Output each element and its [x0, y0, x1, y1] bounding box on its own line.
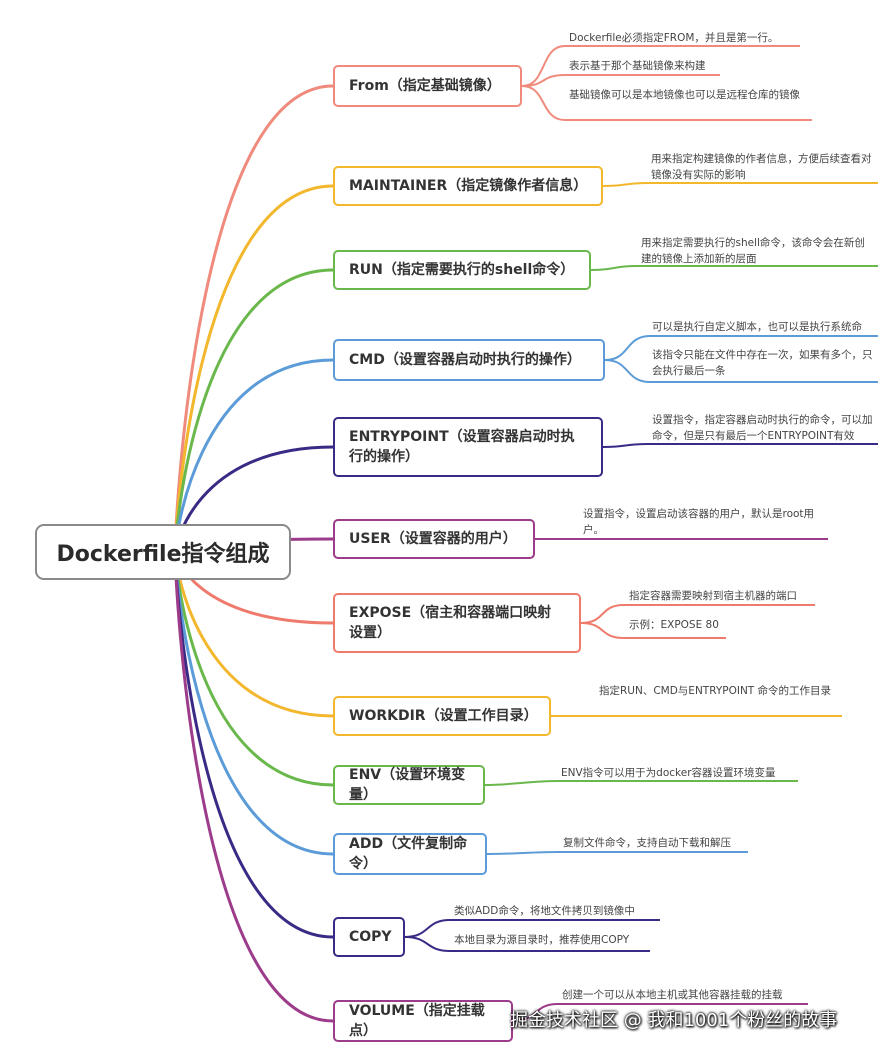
branch-user: USER（设置容器的用户） — [333, 519, 535, 559]
note-from-1: Dockerfile必须指定FROM，并且是第一行。 — [569, 32, 779, 44]
note-copy-1: 类似ADD命令，将地文件拷贝到镜像中 — [454, 905, 635, 917]
note-volume-1: 创建一个可以从本地主机或其他容器挂载的挂载 — [562, 989, 783, 1001]
root-node: Dockerfile指令组成 — [35, 524, 291, 580]
note-connector-from-2 — [521, 74, 720, 87]
note-copy-2: 本地目录为源目录时，推荐使用COPY — [454, 934, 630, 946]
note-connector-copy-2 — [404, 936, 650, 952]
branch-cmd: CMD（设置容器启动时执行的操作） — [333, 339, 605, 381]
note-maintainer-1: 用来指定构建镜像的作者信息，方便后续查看对镜像没有实际的影响 — [651, 153, 872, 181]
branch-expose: EXPOSE（宿主和容器端口映射设置） — [333, 593, 581, 653]
branch-run-label: RUN（指定需要执行的shell命令） — [349, 262, 575, 278]
connector-volume — [173, 551, 334, 1023]
branch-expose-label: EXPOSE（宿主和容器端口映射设置） — [349, 605, 552, 641]
branch-entrypoint-label: ENTRYPOINT（设置容器启动时执行的操作） — [349, 429, 575, 465]
branch-run: RUN（指定需要执行的shell命令） — [333, 250, 591, 290]
note-connector-from-1 — [521, 45, 800, 87]
branch-workdir: WORKDIR（设置工作目录） — [333, 696, 551, 736]
connector-maintainer — [173, 184, 334, 553]
note-cmd-2: 该指令只能在文件中存在一次，如果有多个，只会执行最后一条 — [652, 349, 873, 377]
note-user-1: 设置指令，设置启动该容器的用户，默认是root用户。 — [583, 508, 815, 536]
note-connector-add-1 — [486, 851, 748, 855]
connector-copy — [173, 551, 334, 939]
note-connector-copy-1 — [404, 919, 660, 938]
branch-maintainer: MAINTAINER（指定镜像作者信息） — [333, 166, 603, 206]
note-connector-cmd-1 — [604, 335, 878, 361]
note-entrypoint-1: 设置指令，指定容器启动时执行的命令，可以加命令，但是只有最后一个ENTRYPOI… — [652, 414, 873, 442]
note-from-2: 表示基于那个基础镜像来构建 — [569, 60, 706, 72]
branch-add: ADD（文件复制命令） — [333, 833, 487, 875]
connector-run — [173, 268, 334, 553]
connector-from — [173, 84, 334, 553]
branch-add-label: ADD（文件复制命令） — [349, 836, 468, 872]
note-connector-expose-1 — [580, 604, 815, 624]
note-from-3: 基础镜像可以是本地镜像也可以是远程仓库的镜像 — [569, 89, 800, 101]
branch-copy: COPY — [333, 917, 405, 957]
note-env-1: ENV指令可以用于为docker容器设置环境变量 — [561, 767, 776, 779]
branch-from: From（指定基础镜像） — [333, 65, 522, 107]
note-run-1: 用来指定需要执行的shell命令，该命令会在新创建的镜像上添加新的层面 — [641, 237, 865, 265]
note-connector-entrypoint-1 — [602, 443, 878, 448]
note-connector-expose-2 — [580, 622, 726, 639]
connector-add — [173, 551, 334, 856]
note-expose-1: 指定容器需要映射到宿主机器的端口 — [629, 590, 797, 602]
watermark: 掘金技术社区 @ 我和1001个粉丝的故事 — [510, 1010, 838, 1031]
branch-cmd-label: CMD（设置容器启动时执行的操作） — [349, 352, 581, 368]
branch-entrypoint: ENTRYPOINT（设置容器启动时执行的操作） — [333, 417, 603, 477]
branch-volume: VOLUME（指定挂载点） — [333, 1000, 513, 1042]
branch-env-label: ENV（设置环境变量） — [349, 767, 466, 803]
note-workdir-1: 指定RUN、CMD与ENTRYPOINT 命令的工作目录 — [599, 685, 832, 697]
branch-volume-label: VOLUME（指定挂载点） — [349, 1003, 485, 1039]
note-connector-from-3 — [521, 85, 812, 121]
note-connector-run-1 — [590, 265, 878, 271]
branch-from-label: From（指定基础镜像） — [349, 78, 501, 94]
note-connector-maintainer-1 — [602, 182, 878, 187]
note-connector-volume-1 — [512, 1003, 808, 1022]
note-cmd-1: 可以是执行自定义脚本，也可以是执行系统命 — [652, 321, 862, 333]
branch-copy-label: COPY — [349, 929, 392, 945]
branch-workdir-label: WORKDIR（设置工作目录） — [349, 708, 538, 724]
note-connector-env-1 — [484, 780, 798, 786]
note-connector-cmd-2 — [604, 359, 878, 383]
note-add-1: 复制文件命令，支持自动下载和解压 — [563, 837, 731, 849]
note-expose-2: 示例：EXPOSE 80 — [629, 619, 719, 631]
branch-env: ENV（设置环境变量） — [333, 765, 485, 805]
branch-maintainer-label: MAINTAINER（指定镜像作者信息） — [349, 178, 588, 194]
root-label: Dockerfile指令组成 — [56, 542, 270, 567]
branch-user-label: USER（设置容器的用户） — [349, 531, 517, 547]
